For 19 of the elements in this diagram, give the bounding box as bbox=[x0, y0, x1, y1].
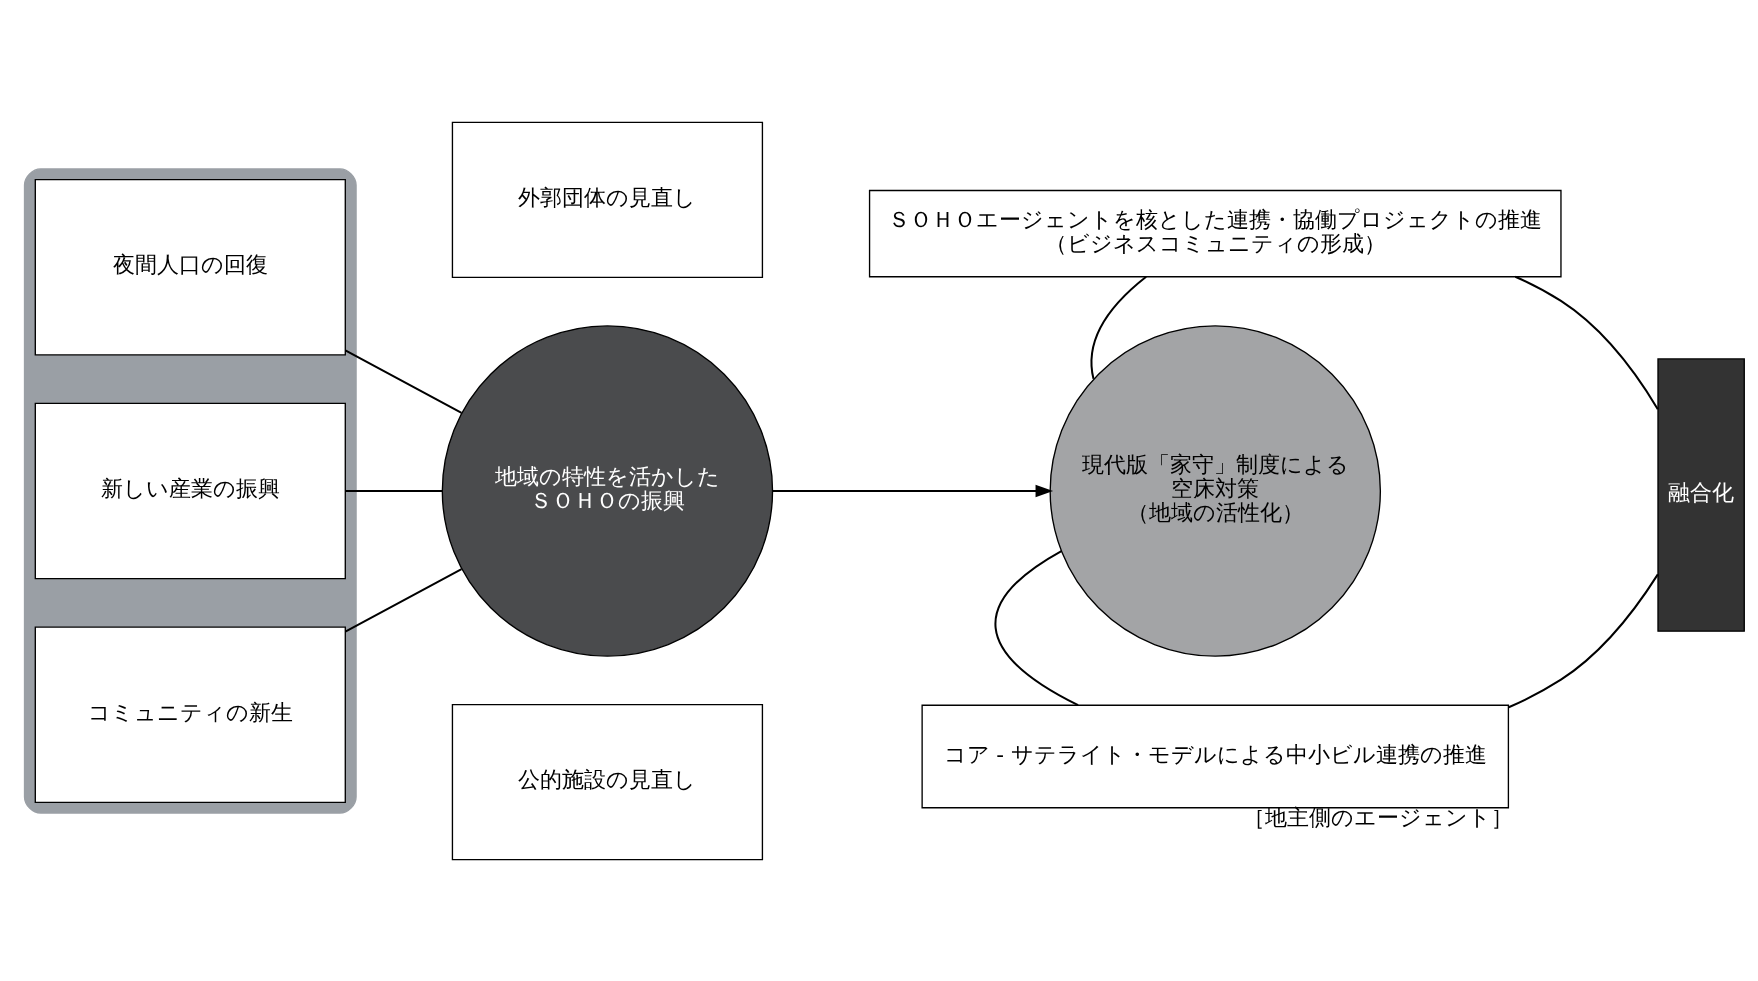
cluster bbox=[23, 167, 357, 814]
node-box: 公的施設の見直し bbox=[451, 703, 764, 860]
connector bbox=[1508, 573, 1659, 708]
connector bbox=[344, 348, 463, 414]
arrow bbox=[772, 484, 1054, 497]
node-box: ＳＯＨＯエージェントを核とした連携・協働プロジェクトの推進 （ビジネスコミュニティの形成） bbox=[868, 189, 1562, 277]
connector bbox=[345, 489, 443, 492]
node-circle: 地域の特性を活かした ＳＯＨＯの振興 bbox=[441, 324, 774, 657]
node-box: 融合化 bbox=[1657, 357, 1745, 632]
connector bbox=[1514, 275, 1659, 410]
node-box: 新しい産業の振興 bbox=[34, 402, 346, 579]
node-box: 夜間人口の回復 bbox=[34, 178, 346, 356]
connector bbox=[994, 549, 1079, 706]
node-box: コア - サテライト・モデルによる中小ビル連携の推進 bbox=[921, 704, 1510, 808]
node-box: コミュニティの新生 bbox=[34, 625, 346, 803]
connector bbox=[1090, 275, 1147, 379]
node-box: 外郭団体の見直し bbox=[451, 121, 764, 278]
connector bbox=[344, 567, 463, 633]
node-circle: 現代版「家守」制度による 空床対策 （地域の活性化） bbox=[1049, 324, 1382, 657]
